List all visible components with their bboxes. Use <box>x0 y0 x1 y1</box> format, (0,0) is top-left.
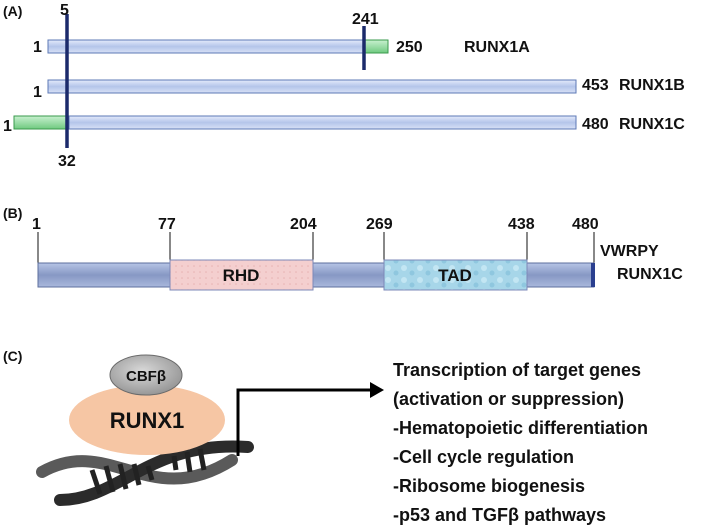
runx1a-extension <box>363 39 389 54</box>
runx1c-bar <box>68 115 577 130</box>
cbfb-protein-shape <box>109 354 183 396</box>
runx1a-bar <box>47 39 365 54</box>
marker-label-5: 5 <box>60 2 69 19</box>
runx1b-end: 453 <box>582 77 609 94</box>
panel-b-isoform-label: RUNX1C <box>617 266 683 283</box>
rhd-domain <box>169 259 314 291</box>
tick-label-269: 269 <box>366 216 393 233</box>
tick-label-1: 1 <box>32 216 41 233</box>
arrow-head-icon <box>370 382 384 398</box>
tick-label-204: 204 <box>290 216 317 233</box>
runx1b-bar <box>47 79 577 94</box>
marker-label-241: 241 <box>352 11 379 28</box>
outcome-line: -p53 and TGFβ pathways <box>393 505 606 525</box>
dna-helix-icon <box>36 440 254 506</box>
outcome-line: -Ribosome biogenesis <box>393 476 585 496</box>
runx1-label: RUNX1 <box>110 408 185 433</box>
outcome-line: Transcription of target genes <box>393 360 641 380</box>
outcome-line: -Hematopoietic differentiation <box>393 418 648 438</box>
runx1b-start: 1 <box>33 84 42 101</box>
motif-label: VWRPY <box>600 243 659 260</box>
panel-b-label: (B) <box>3 205 22 221</box>
runx1-protein-shape <box>69 385 225 455</box>
panel-c-label: (C) <box>3 348 22 364</box>
runx1b-name: RUNX1B <box>619 77 685 94</box>
tad-label: TAD <box>438 266 472 285</box>
runx1a-start: 1 <box>33 39 42 56</box>
tad-domain <box>383 259 528 291</box>
tick-label-480: 480 <box>572 216 599 233</box>
panel-a-label: (A) <box>3 3 22 19</box>
outcome-line: -Cell cycle regulation <box>393 447 574 467</box>
runx1a-end: 250 <box>396 39 423 56</box>
tick-label-438: 438 <box>508 216 535 233</box>
outcomes-list: Transcription of target genes (activatio… <box>393 360 648 525</box>
cbfb-label: CBFβ <box>126 368 166 385</box>
tick-label-77: 77 <box>158 216 176 233</box>
rhd-label: RHD <box>223 266 260 285</box>
runx1c-name: RUNX1C <box>619 116 685 133</box>
runx1c-start: 1 <box>3 118 12 135</box>
marker-label-32: 32 <box>58 153 76 170</box>
outcome-line: (activation or suppression) <box>393 389 624 409</box>
runx1c-extension <box>13 115 70 130</box>
transcription-arrow <box>236 388 372 456</box>
runx1a-name: RUNX1A <box>464 39 530 56</box>
vwrpy-motif-mark <box>591 263 595 287</box>
runx1c-end: 480 <box>582 116 609 133</box>
